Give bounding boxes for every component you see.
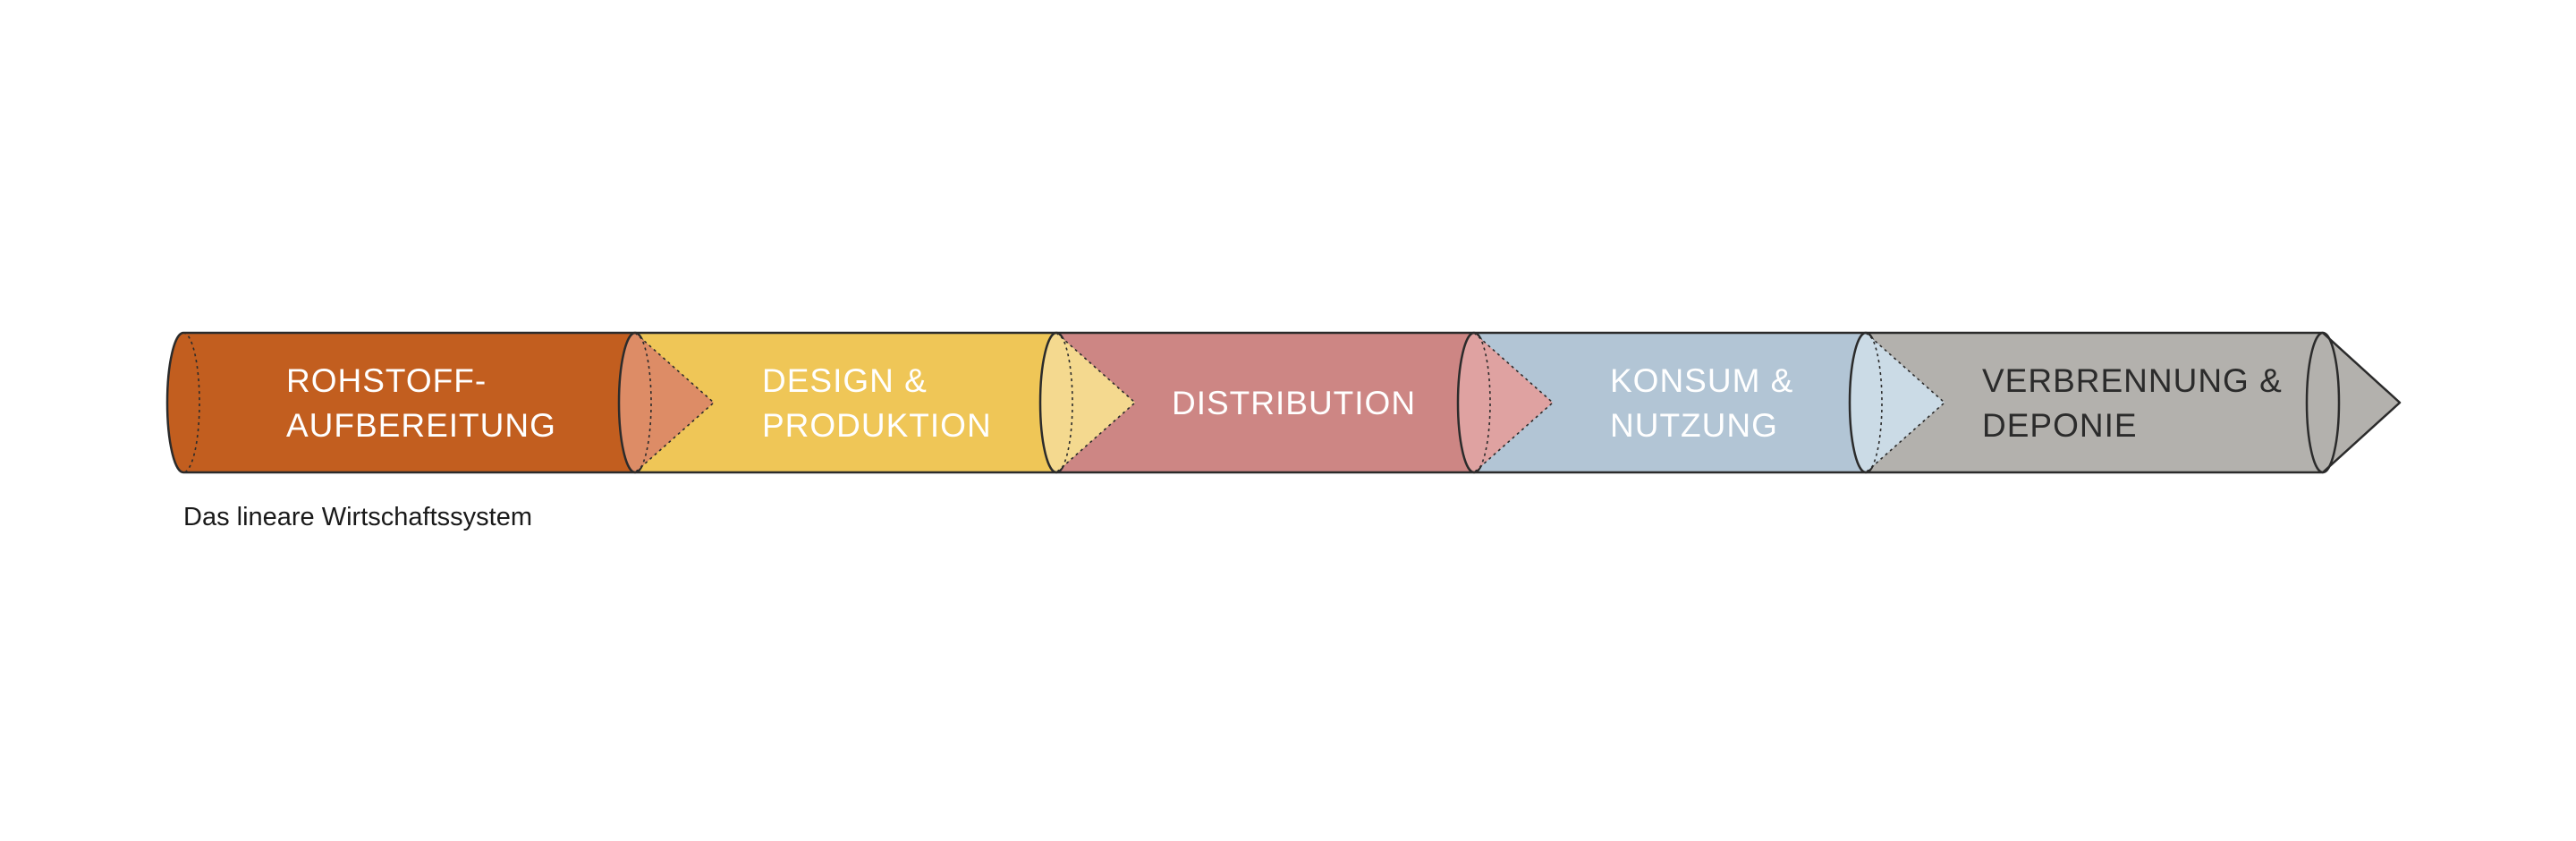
- segment-label: KONSUM & NUTZUNG: [1610, 362, 1793, 444]
- segment-cone: [1474, 333, 1553, 472]
- diagram-outline: [165, 331, 2402, 474]
- segment-cone: [1866, 333, 1945, 472]
- segment-body: [1866, 333, 2400, 472]
- segment-label-line: DESIGN &: [762, 362, 928, 399]
- segment-label-line: PRODUKTION: [762, 407, 992, 444]
- segment-body: [167, 333, 635, 472]
- segment-body: [1474, 333, 1866, 472]
- segment-label: ROHSTOFF- AUFBEREITUNG: [286, 362, 556, 444]
- segment-label: VERBRENNUNG & DEPONIE: [1982, 362, 2283, 444]
- segment-label-line: DEPONIE: [1982, 407, 2138, 444]
- segment-label-line: AUFBEREITUNG: [286, 407, 556, 444]
- segment-label-line: VERBRENNUNG &: [1982, 362, 2283, 399]
- segment-cone: [635, 333, 714, 472]
- segment-label: DISTRIBUTION: [1172, 385, 1416, 421]
- diagram-caption: Das lineare Wirtschaftssystem: [183, 503, 532, 531]
- segment-label-line: ROHSTOFF-: [286, 362, 487, 399]
- arrow-cap: [2305, 331, 2341, 474]
- segment-label-line: NUTZUNG: [1610, 407, 1778, 444]
- segment-label-line: DISTRIBUTION: [1172, 385, 1416, 421]
- segment-label-line: KONSUM &: [1610, 362, 1793, 399]
- segment-cone: [1056, 333, 1135, 472]
- segment-body: [635, 333, 1056, 472]
- segment-label: DESIGN & PRODUKTION: [762, 362, 992, 444]
- segment-body: [1056, 333, 1474, 472]
